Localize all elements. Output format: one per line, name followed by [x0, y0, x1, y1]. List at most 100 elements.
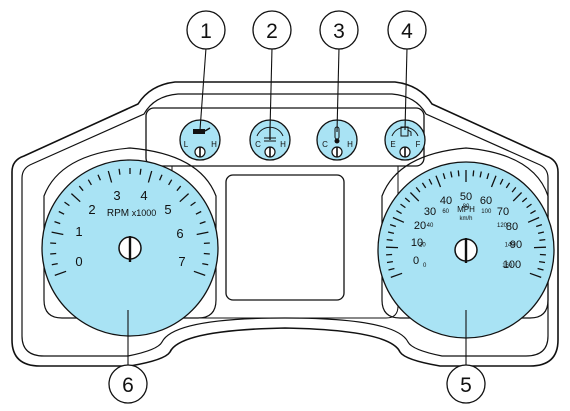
- gauge-tick: [386, 260, 393, 264]
- tach-label-1: 1: [75, 224, 82, 239]
- gauge-tick: [107, 170, 113, 183]
- kmh-label: 20: [419, 242, 426, 248]
- gauge-tick: [70, 193, 81, 203]
- speed-unit-kmh: km/h: [459, 216, 472, 222]
- kmh-label: 0: [423, 263, 427, 269]
- tach-multiplier-label: x1000: [132, 208, 157, 218]
- gauge-tick: [442, 173, 446, 180]
- kmh-label: 160: [502, 263, 513, 269]
- gauge-tick: [168, 179, 173, 186]
- tach-label-2: 2: [88, 202, 95, 217]
- kmh-label: 80: [463, 204, 470, 210]
- fuel-gauge: E F: [384, 119, 426, 161]
- mph-label-90: 90: [510, 239, 522, 251]
- gauge-tick: [530, 210, 536, 215]
- gauge-tick: [537, 231, 545, 235]
- speedometer-pod: [381, 147, 549, 319]
- gauge-tick: [193, 270, 206, 277]
- gauge-tick: [486, 173, 490, 180]
- tachometer-pod: [43, 147, 217, 319]
- gauge4-low-label: E: [390, 140, 395, 149]
- gauge-tick: [529, 272, 542, 279]
- gauge-tick: [526, 203, 532, 209]
- gauge-tick: [78, 185, 84, 192]
- gauge-tick: [203, 252, 210, 255]
- gauge-tick: [54, 220, 61, 225]
- kmh-label: 60: [442, 209, 449, 215]
- gauge-tick: [400, 203, 406, 209]
- gauge1-high-label: H: [211, 140, 217, 149]
- tach-label-7: 7: [178, 254, 185, 269]
- callout-3-number: 3: [333, 20, 345, 43]
- callout-5-number: 5: [460, 374, 472, 397]
- oil-can-icon: [193, 127, 211, 134]
- tach-label-5: 5: [164, 202, 171, 217]
- callout-1: 1: [186, 10, 226, 50]
- gauge-tick: [511, 186, 517, 193]
- gauge-tick: [392, 216, 405, 223]
- gauge-tick: [195, 210, 202, 215]
- gauge-tick: [535, 223, 543, 228]
- cluster-outer-bezel: [11, 81, 559, 367]
- kmh-label: 120: [497, 223, 508, 229]
- gauge-tick: [537, 267, 544, 271]
- gauge-tick: [176, 185, 182, 192]
- tach-unit-label: RPM: [107, 208, 129, 219]
- mph-label-0: 0: [413, 255, 419, 267]
- gauge-tick: [54, 270, 67, 277]
- gauge-tick: [388, 267, 395, 271]
- cluster-inner-bezel: [21, 93, 549, 357]
- gauge-tick: [512, 192, 523, 202]
- gauge4-high-label: F: [416, 140, 421, 149]
- kmh-label: 100: [481, 209, 492, 215]
- gauge-tick: [199, 220, 206, 225]
- gauge-tick: [521, 197, 528, 203]
- gauge-tick: [87, 179, 92, 186]
- callout-4: 4: [387, 10, 427, 50]
- gauge-tick: [539, 238, 546, 241]
- callout-1-number: 1: [200, 20, 212, 43]
- gauge-tick: [387, 231, 395, 235]
- gauge-tick: [499, 178, 504, 185]
- callout-4-leader: [404, 47, 408, 131]
- gauge-tick: [118, 168, 121, 175]
- mph-label-40: 40: [440, 195, 452, 207]
- callout-6: 6: [108, 364, 148, 404]
- gauge-tick: [505, 182, 511, 189]
- gauge-tick: [389, 223, 397, 228]
- gauge-tick: [457, 170, 460, 177]
- callout-5: 5: [446, 364, 486, 404]
- center-display: [225, 174, 345, 301]
- gauge-tick: [490, 175, 497, 188]
- tach-label-4: 4: [140, 188, 147, 203]
- gauge-tick: [421, 182, 427, 189]
- callout-1-leader: [199, 47, 207, 131]
- tachometer: RPM x1000 0 1 2 3 4 5 6 7: [41, 159, 219, 337]
- gauge-tick: [179, 193, 190, 203]
- gauge-tick: [472, 170, 475, 177]
- gauge2-low-label: C: [255, 140, 261, 149]
- gauge-tick: [450, 171, 453, 178]
- gauge-tick: [415, 186, 421, 193]
- callout-2-number: 2: [266, 20, 278, 43]
- callout-3-leader: [336, 47, 340, 133]
- gauge-tick: [527, 216, 540, 223]
- gauge-tick: [97, 174, 101, 181]
- gauge-tick: [190, 201, 196, 207]
- gauge3-high-label: H: [347, 140, 353, 149]
- gauge-tick: [58, 210, 65, 215]
- callout-4-number: 4: [401, 20, 413, 43]
- callout-2-leader: [269, 47, 273, 131]
- mph-label-50: 50: [460, 191, 472, 203]
- tach-label-6: 6: [176, 226, 183, 241]
- gauge1-low-label: L: [184, 140, 189, 149]
- gauge-tick: [202, 262, 209, 266]
- gauge-tick: [50, 252, 57, 255]
- callout-2: 2: [252, 10, 292, 50]
- callout-3: 3: [319, 10, 359, 50]
- mph-label-20: 20: [414, 220, 426, 232]
- mph-label-10: 10: [411, 237, 423, 249]
- mph-label-80: 80: [506, 221, 518, 233]
